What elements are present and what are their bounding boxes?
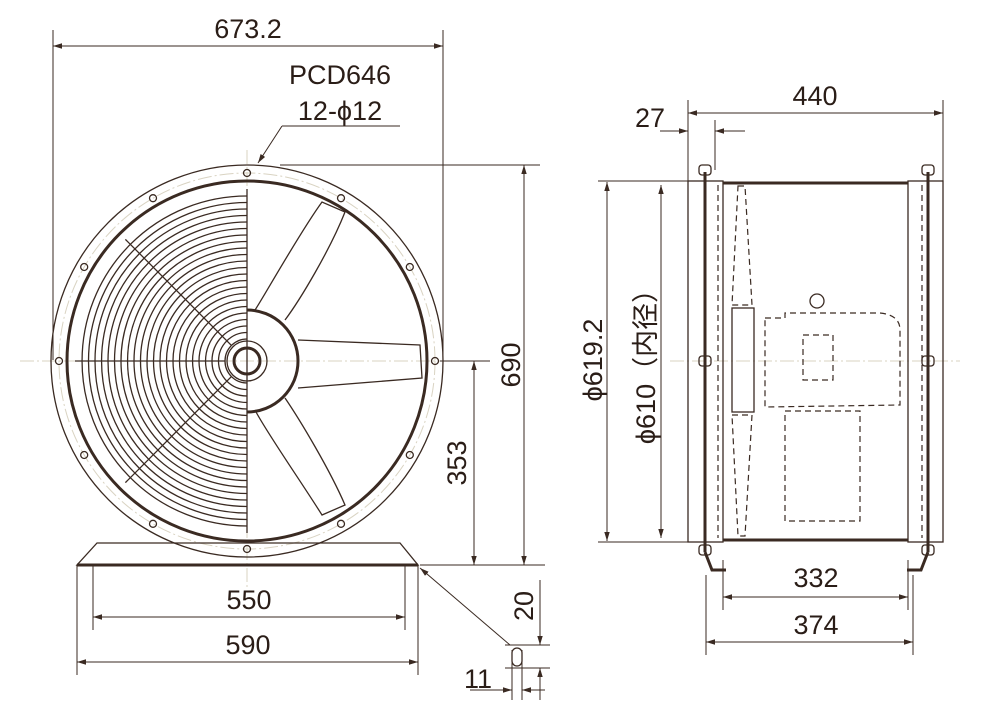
dim-base-thickness: 20 bbox=[509, 591, 539, 621]
bolt-hole bbox=[430, 356, 440, 366]
bolt-hole bbox=[80, 262, 89, 272]
dim-overall-depth: 440 bbox=[792, 81, 837, 111]
side-bolts bbox=[698, 164, 935, 556]
inner-ring bbox=[65, 179, 429, 543]
dim-slot-width: 11 bbox=[464, 664, 492, 694]
dim-base-outer: 590 bbox=[225, 630, 270, 660]
grille-spoke bbox=[124, 376, 232, 484]
dim-inner-diameter: ϕ610（内径） bbox=[631, 276, 661, 444]
flange-bolt bbox=[921, 355, 935, 367]
bolt-hole bbox=[405, 450, 414, 460]
dim-holes: 12-ϕ12 bbox=[298, 96, 382, 126]
slot bbox=[511, 647, 523, 667]
dim-foot-outer: 374 bbox=[793, 610, 838, 640]
dim-overall-width: 673.2 bbox=[214, 14, 282, 44]
impeller bbox=[226, 201, 423, 516]
grille-spoke bbox=[124, 238, 232, 346]
dim-outer-diameter: ϕ619.2 bbox=[578, 319, 608, 402]
side-dimensions: 440 27 ϕ619.2 ϕ610（内径） 332 374 bbox=[578, 81, 944, 655]
bolt-hole bbox=[336, 194, 346, 203]
dim-pcd: PCD646 bbox=[289, 60, 391, 90]
side-view bbox=[687, 164, 944, 572]
bolt-hole bbox=[148, 519, 158, 528]
dim-overall-height: 690 bbox=[496, 342, 526, 387]
flange-bolt bbox=[698, 164, 712, 176]
front-view bbox=[50, 164, 444, 567]
bolt-hole bbox=[148, 194, 158, 203]
flange-bolts bbox=[54, 168, 440, 554]
flange-bolt bbox=[698, 355, 712, 367]
bolt-hole bbox=[405, 262, 414, 272]
front-dimensions: 673.2 PCD646 12-ϕ12 690 353 550 590 20 1… bbox=[52, 14, 550, 700]
dim-center-height: 353 bbox=[442, 440, 472, 485]
hub bbox=[246, 308, 300, 414]
dim-foot-inner: 332 bbox=[793, 563, 838, 593]
dim-base-inner: 550 bbox=[226, 585, 271, 615]
grille bbox=[75, 189, 248, 533]
flange-bolt bbox=[921, 164, 935, 176]
bolt-hole bbox=[242, 168, 252, 178]
bolt-hole bbox=[54, 356, 64, 366]
bolt-hole bbox=[242, 544, 252, 554]
bolt-hole bbox=[80, 450, 89, 460]
dim-flange: 27 bbox=[635, 103, 665, 133]
bolt-hole bbox=[336, 519, 346, 528]
